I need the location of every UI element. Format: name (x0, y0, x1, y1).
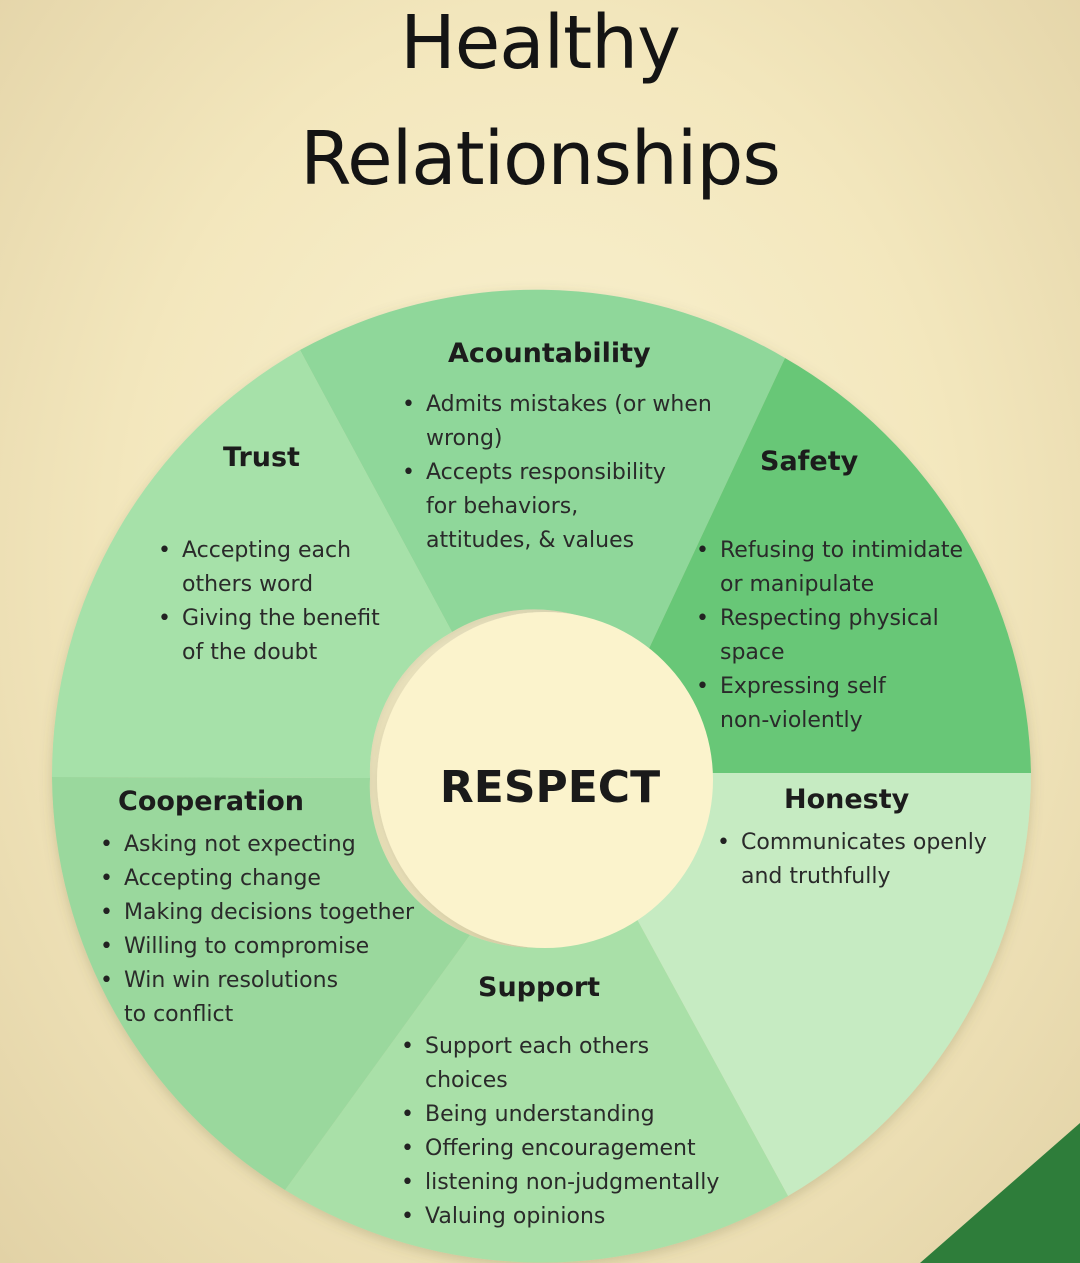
center-hub (377, 612, 713, 948)
list-item: Willing to compromise (100, 930, 414, 964)
segment-title-support: Support (478, 972, 601, 1003)
segment-title-honesty: Honesty (784, 784, 910, 815)
segment-title-cooperation: Cooperation (118, 786, 305, 817)
list-item: Asking not expecting (100, 828, 414, 862)
segment-title-trust: Trust (223, 442, 300, 473)
bullet-list-cooperation: Asking not expecting Accepting change Ma… (100, 828, 414, 1032)
center-label: RESPECT (439, 762, 661, 813)
list-item: Valuing opinions (401, 1200, 719, 1234)
segment-title-accountability: Acountability (448, 338, 651, 369)
list-item: Accepting change (100, 862, 414, 896)
list-item: Making decisions together (100, 896, 414, 930)
list-item: Being understanding (401, 1098, 719, 1132)
list-item: listening non-judgmentally (401, 1166, 719, 1200)
segment-title-safety: Safety (760, 446, 859, 477)
list-item: Offering encouragement (401, 1132, 719, 1166)
title-line-1: Healthy (400, 0, 681, 86)
title-line-2: Relationships (300, 116, 781, 202)
